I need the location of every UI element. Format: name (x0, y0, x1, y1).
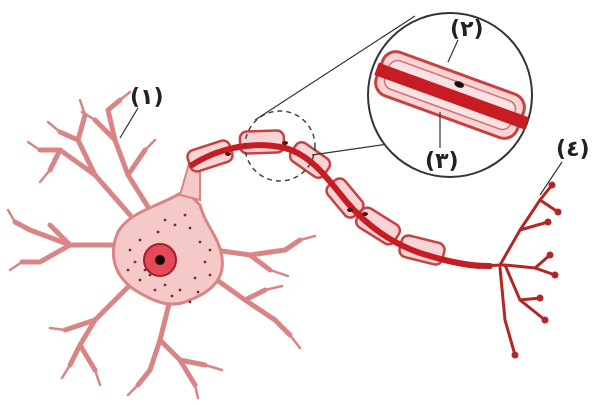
label-zoom-top: (٢) (450, 17, 484, 42)
label-dendrites: (١) (130, 85, 164, 110)
label-axon-terminals: (٤) (556, 137, 590, 162)
axon-terminals (470, 185, 558, 355)
nucleolus (155, 255, 165, 265)
zoom-line-bottom (312, 144, 388, 155)
label-zoom-bottom: (٣) (425, 149, 459, 174)
